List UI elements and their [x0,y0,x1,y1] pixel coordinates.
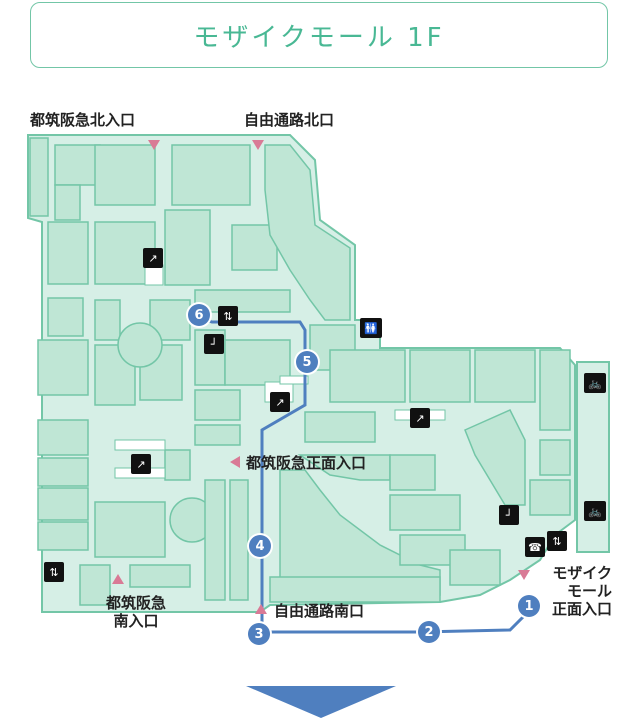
entrance-marker-hankyu-south [112,574,124,584]
restroom-icon: 🚻 [360,318,382,338]
shop [194,424,241,446]
route-step-1: 1 [518,595,540,617]
shop [297,454,391,481]
shop [164,449,191,481]
shop [54,184,81,221]
shop [194,389,241,421]
shop [539,349,571,431]
shop [129,564,191,588]
route-step-6: 6 [188,304,210,326]
entrance-marker-path-north [252,140,264,150]
shop [37,339,89,396]
label-mosaic-front: モザイク モール 正面入口 [552,564,612,618]
shop [224,339,291,386]
route-path [199,316,532,634]
label-hankyu-south-line1: 都筑阪急 [106,594,167,612]
shop [269,576,441,603]
escalator-track [279,375,309,385]
escalator-icon: ↗ [410,408,430,428]
shop [409,349,471,403]
shop [389,494,461,531]
label-hankyu-north: 都筑阪急北入口 [30,111,136,129]
shop [229,479,249,601]
label-path-north: 自由通路北口 [244,111,335,129]
bicycle-icon: 🚲 [584,373,606,393]
shop [94,299,121,341]
shop [79,564,111,606]
shop [37,487,89,521]
shop [54,144,101,186]
stairs-icon: ┘ [204,334,224,354]
shop [449,549,501,586]
shop [37,457,89,487]
escalator-icon: ↗ [131,454,151,474]
next-floor-arrow [246,686,396,718]
shop [37,419,89,456]
entrance-marker-path-south [255,604,267,614]
route-step-2: 2 [418,621,440,643]
shop [539,439,571,476]
shop [264,144,351,321]
escalator-icon: ↗ [270,392,290,412]
shop [529,479,571,516]
label-path-south: 自由通路南口 [274,602,365,620]
shop [29,137,49,217]
entrance-marker-hankyu-north [148,140,160,150]
route-step-5: 5 [296,351,318,373]
route-step-4: 4 [249,535,271,557]
label-mosaic-front-line3: 正面入口 [552,600,613,618]
entrance-marker-hankyu-front [230,456,240,468]
elevator-icon: ⇅ [218,306,238,326]
label-mosaic-front-line2: モール [567,582,613,600]
shop [329,349,406,403]
label-hankyu-south-line2: 南入口 [113,612,159,630]
shop [47,297,84,337]
elevator-icon: ⇅ [44,562,64,582]
shop [37,521,89,551]
title-box: モザイクモール 1F [30,2,608,68]
entrance-marker-mosaic-front [518,570,530,580]
shop [474,349,536,403]
elevator-icon: ⇅ [547,531,567,551]
route-step-3: 3 [248,623,270,645]
label-hankyu-south: 都筑阪急 南入口 [106,594,166,630]
label-hankyu-front: 都筑阪急正面入口 [246,454,367,472]
bicycle-icon: 🚲 [584,501,606,521]
shop [304,411,376,443]
shop [117,322,163,368]
page-title: モザイクモール 1F [193,22,445,53]
shop [389,454,436,491]
escalator-track [114,439,166,451]
shop [94,144,156,206]
shop [171,144,251,206]
shop [204,479,226,601]
stairs-icon: ┘ [499,505,519,525]
shop [164,209,211,286]
shop [94,501,166,558]
escalator-icon: ↗ [143,248,163,268]
label-mosaic-front-line1: モザイク [552,564,613,582]
escalator-track [144,264,164,286]
shop [47,221,89,285]
shop [194,289,291,313]
phone-icon: ☎ [525,537,545,557]
